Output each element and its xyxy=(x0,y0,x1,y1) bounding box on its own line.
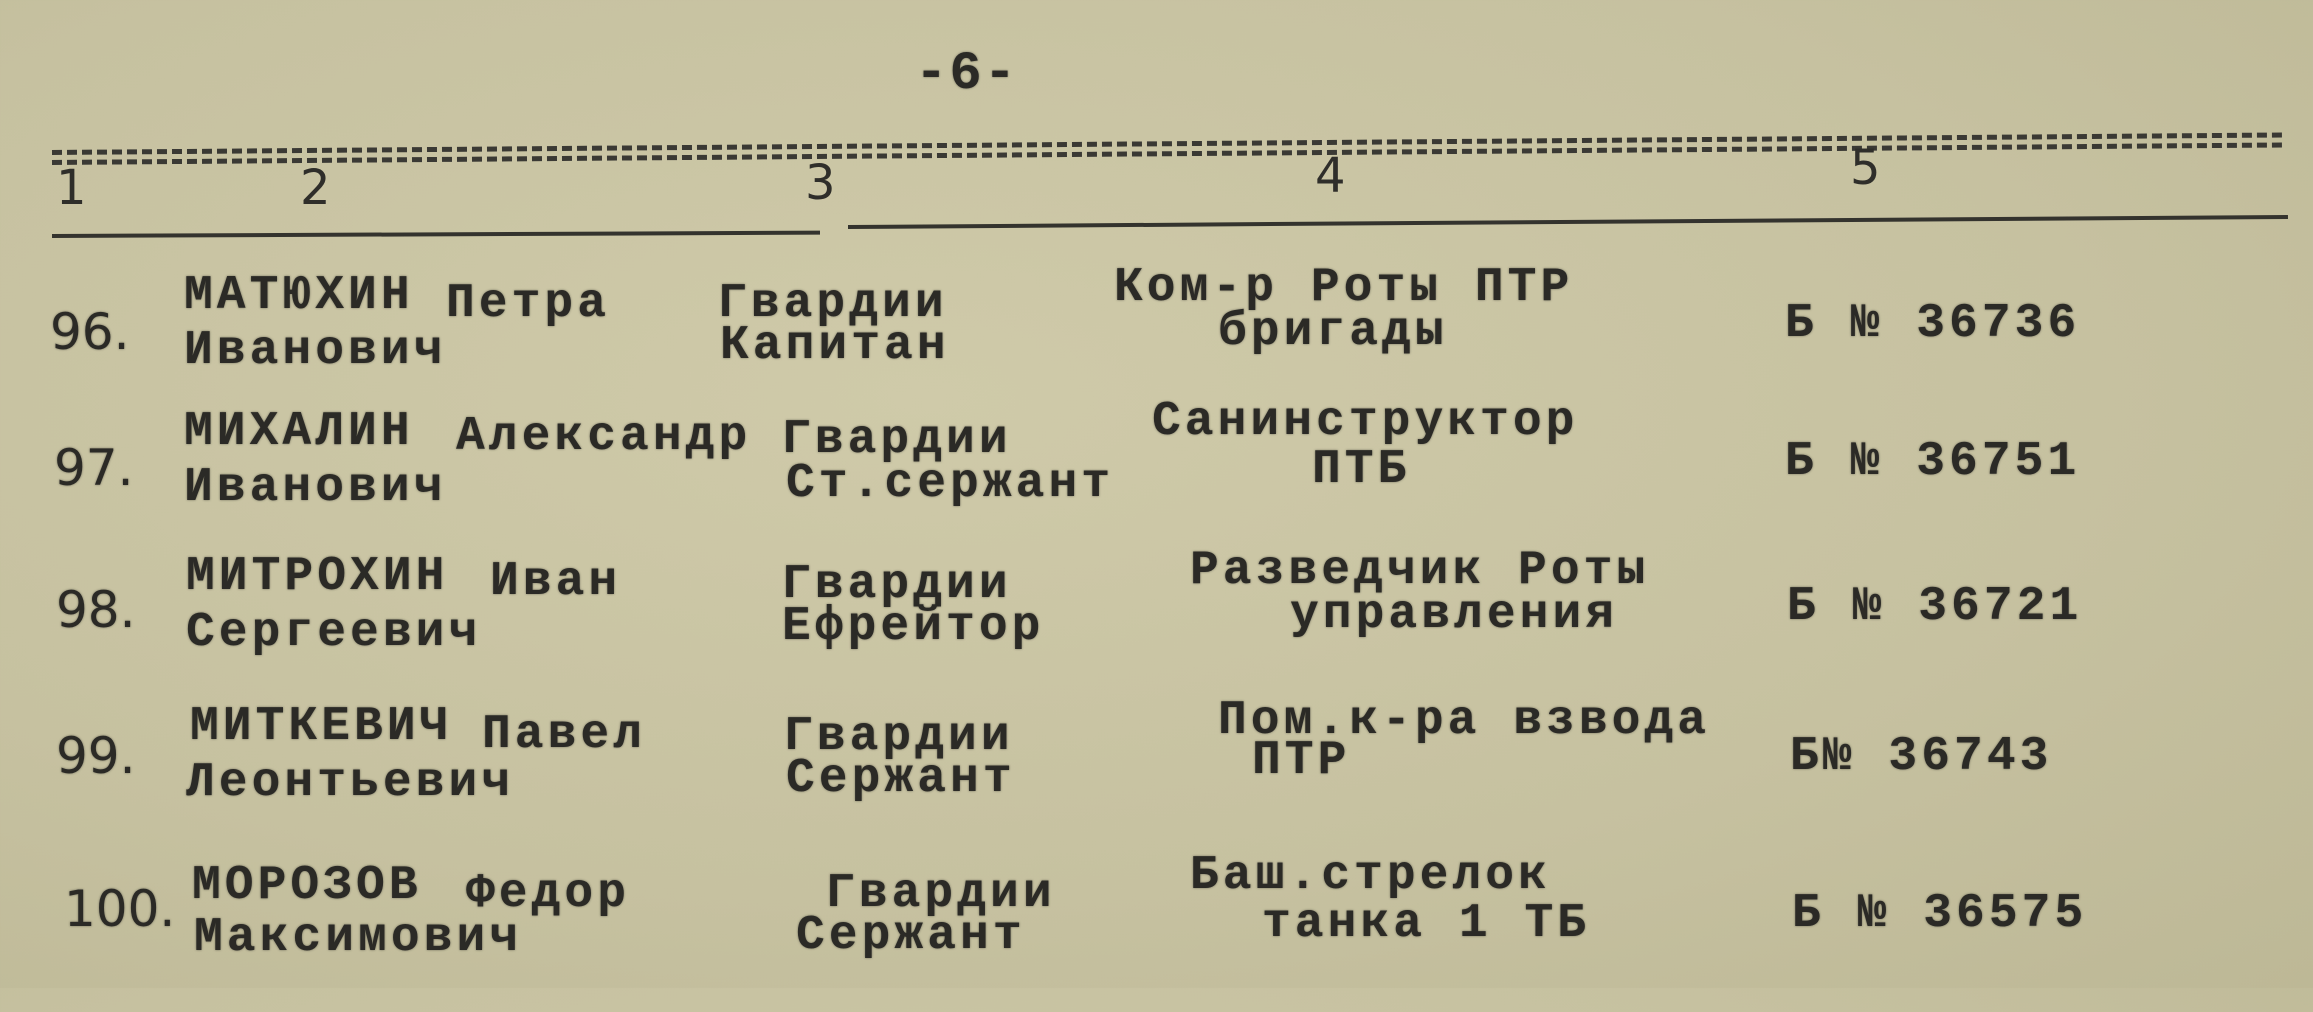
position-line1: Баш.стрелок xyxy=(1190,849,1551,903)
award-number: Б № 36736 xyxy=(1785,297,2081,351)
header-rule-right xyxy=(847,214,2288,229)
position-line2: управления xyxy=(1290,588,1619,642)
rank-line2: Сержант xyxy=(786,752,1016,806)
row-number: 96. xyxy=(50,303,130,361)
position-line2: ПТР xyxy=(1252,734,1351,788)
rank-line2: Сержант xyxy=(796,909,1026,963)
position-line2: бригады xyxy=(1218,305,1448,359)
first-name: Федор xyxy=(466,867,631,921)
first-name: Иван xyxy=(490,555,622,609)
rank-line1: Гвардии xyxy=(718,277,948,331)
position-line1: Ком-р Роты ПТР xyxy=(1114,261,1574,315)
table-row: 97. МИХАЛИН Александр Иванович Гвардии С… xyxy=(0,398,2313,558)
row-number: 100. xyxy=(64,880,176,938)
position-line2: ПТБ xyxy=(1312,443,1411,497)
table-row: 99. МИТКЕВИЧ Павел Леонтьевич Гвардии Се… xyxy=(0,697,2313,853)
page-number: -6- xyxy=(915,44,1019,105)
position-line2: танка 1 ТБ xyxy=(1262,897,1591,951)
patronymic: Сергеевич xyxy=(186,606,482,660)
column-number-5: 5 xyxy=(1850,140,1881,196)
position-line1: Разведчик Роты xyxy=(1190,544,1650,598)
table-row: 100. МОРОЗОВ Федор Максимович Гвардии Се… xyxy=(0,852,2313,1012)
surname: МАТЮХИН xyxy=(184,269,414,323)
first-name: Павел xyxy=(482,708,647,762)
column-number-2: 2 xyxy=(300,160,331,216)
header-rule-left xyxy=(51,230,821,238)
rank-line1: Гвардии xyxy=(782,413,1012,467)
award-number: Б № 36575 xyxy=(1792,887,2088,941)
rank-line1: Гвардии xyxy=(784,710,1014,764)
column-number-1: 1 xyxy=(56,160,87,216)
patronymic: Максимович xyxy=(194,911,523,965)
award-number: Б№ 36743 xyxy=(1790,730,2053,784)
rank-line1: Гвардии xyxy=(782,558,1012,612)
position-line1: Санинструктор xyxy=(1152,395,1579,449)
rank-line2: Ефрейтор xyxy=(782,600,1045,654)
surname: МИТРОХИН xyxy=(186,550,449,604)
patronymic: Иванович xyxy=(184,324,447,378)
surname: МИТКЕВИЧ xyxy=(190,700,453,754)
patronymic: Леонтьевич xyxy=(186,756,515,810)
table-row: 98. МИТРОХИН Иван Сергеевич Гвардии Ефре… xyxy=(0,547,2313,703)
surname: МИХАЛИН xyxy=(184,405,414,459)
patronymic: Иванович xyxy=(184,461,447,515)
row-number: 98. xyxy=(56,581,136,639)
rank-line2: Капитан xyxy=(720,319,950,373)
first-name: Петра xyxy=(446,277,611,331)
column-number-3: 3 xyxy=(805,155,836,211)
position-line1: Пом.к-ра взвода xyxy=(1218,694,1711,748)
first-name: Александр xyxy=(456,410,752,464)
award-number: Б № 36721 xyxy=(1787,580,2083,634)
table-row: 96. МАТЮХИН Петра Иванович Гвардии Капит… xyxy=(0,264,2313,422)
row-number: 97. xyxy=(54,439,134,497)
row-number: 99. xyxy=(56,727,136,785)
rank-line2: Ст.сержант xyxy=(786,457,1115,511)
award-number: Б № 36751 xyxy=(1785,435,2081,489)
rank-line1: Гвардии xyxy=(826,867,1056,921)
column-number-4: 4 xyxy=(1315,148,1346,204)
surname: МОРОЗОВ xyxy=(192,859,422,913)
